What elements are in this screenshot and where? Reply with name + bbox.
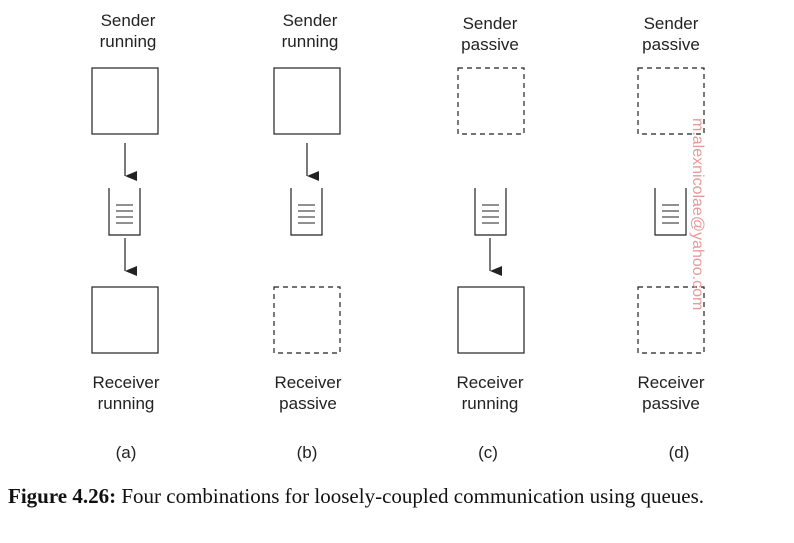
caption-text: Four combinations for loosely-coupled co… <box>121 484 705 508</box>
figure-caption: Figure 4.26: Four combinations for loose… <box>8 482 788 510</box>
sender-box-passive <box>637 67 705 135</box>
queue-icon <box>290 188 323 236</box>
sender-box-active <box>91 67 159 135</box>
sender-label: Sender <box>644 14 699 33</box>
receiver-label: Receiver <box>456 373 523 392</box>
sender-state: passive <box>642 35 700 54</box>
receiver-box-active <box>457 286 525 354</box>
sender-state: running <box>282 32 339 51</box>
sender-label: Sender <box>101 11 156 30</box>
receiver-state: passive <box>279 394 337 413</box>
figure-number: Figure 4.26: <box>8 484 117 508</box>
watermark: m.alexnicolae@yahoo.com <box>689 118 706 310</box>
panel-d: Sender passive Receiver passive (d) <box>637 14 705 462</box>
receiver-label: Receiver <box>274 373 341 392</box>
panel-label: (a) <box>116 443 137 462</box>
receiver-state: running <box>462 394 519 413</box>
receiver-label: Receiver <box>637 373 704 392</box>
receiver-state: passive <box>642 394 700 413</box>
panel-label: (b) <box>297 443 318 462</box>
panel-c: Sender passive Receiver running (c) <box>456 14 525 462</box>
panel-a: Sender running Receiver running (a) <box>91 11 160 462</box>
sender-state: running <box>100 32 157 51</box>
sender-state: passive <box>461 35 519 54</box>
queue-icon <box>108 188 141 236</box>
sender-label: Sender <box>283 11 338 30</box>
receiver-state: running <box>98 394 155 413</box>
sender-label: Sender <box>463 14 518 33</box>
receiver-box-passive <box>273 286 341 354</box>
receiver-label: Receiver <box>92 373 159 392</box>
panel-label: (d) <box>669 443 690 462</box>
receiver-box-active <box>91 286 159 354</box>
panel-label: (c) <box>478 443 498 462</box>
sender-box-passive <box>457 67 525 135</box>
sender-box-active <box>273 67 341 135</box>
panel-b: Sender running Receiver passive (b) <box>273 11 342 462</box>
receiver-box-passive <box>637 286 705 354</box>
queue-icon <box>654 188 687 236</box>
queue-icon <box>474 188 507 236</box>
